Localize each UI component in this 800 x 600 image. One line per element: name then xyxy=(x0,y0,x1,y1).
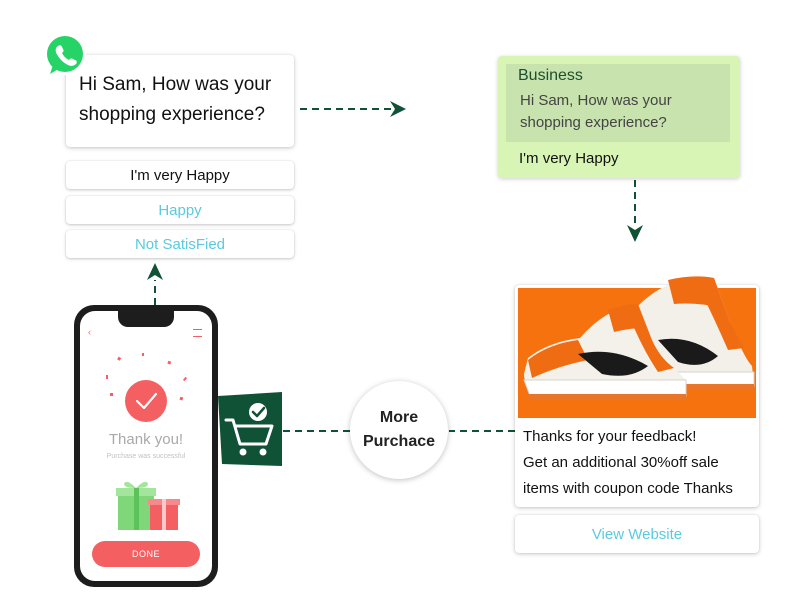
whatsapp-icon xyxy=(44,33,86,75)
done-button[interactable]: DONE xyxy=(92,541,200,567)
phone-notch xyxy=(118,311,174,327)
gift-icon xyxy=(116,481,180,530)
circle-line-1: More xyxy=(379,409,419,426)
success-check-icon xyxy=(125,380,167,422)
business-quoted-message: Business Hi Sam, How was your shopping e… xyxy=(506,64,730,142)
option-not-satisfied[interactable]: Not SatisFied xyxy=(66,230,294,258)
business-reply: I'm very Happy xyxy=(519,150,619,167)
cart-icon xyxy=(218,392,282,466)
sneaker-front xyxy=(523,304,687,400)
phone-screen: ‹ Thank you! Purchase was successful xyxy=(80,311,212,581)
offer-line-2: Get an additional 30%off sale xyxy=(523,454,719,471)
chat-message-text: Hi Sam, How was your shopping experience… xyxy=(79,74,272,125)
confetti xyxy=(106,353,188,422)
phone-mockup: ‹ Thank you! Purchase was successful xyxy=(74,305,218,587)
business-card: Business Hi Sam, How was your shopping e… xyxy=(498,56,740,178)
thank-you-text: Thank you! xyxy=(108,431,184,448)
option-very-happy[interactable]: I'm very Happy xyxy=(66,161,294,189)
offer-text: Thanks for your feedback! Get an additio… xyxy=(523,424,733,502)
offer-line-3: items with coupon code Thanks xyxy=(523,480,733,497)
check-icon xyxy=(249,403,267,421)
view-website-button[interactable]: View Website xyxy=(515,515,759,553)
more-purchase-circle: More Purchace xyxy=(350,381,448,479)
circle-line-2: Purchace xyxy=(362,433,436,450)
arrowhead-down xyxy=(627,225,643,242)
purchase-success-text: Purchase was successful xyxy=(106,453,186,460)
business-title: Business xyxy=(518,67,583,84)
option-happy[interactable]: Happy xyxy=(66,196,294,224)
arrowhead-right xyxy=(390,101,406,117)
menu-icon[interactable] xyxy=(193,329,202,337)
arrowhead-up xyxy=(147,263,163,280)
sneaker-image xyxy=(518,276,756,418)
offer-line-1: Thanks for your feedback! xyxy=(523,428,697,445)
business-message: Hi Sam, How was your shopping experience… xyxy=(520,92,672,131)
chat-message-card xyxy=(66,55,294,147)
back-arrow-icon[interactable]: ‹ xyxy=(88,327,91,337)
